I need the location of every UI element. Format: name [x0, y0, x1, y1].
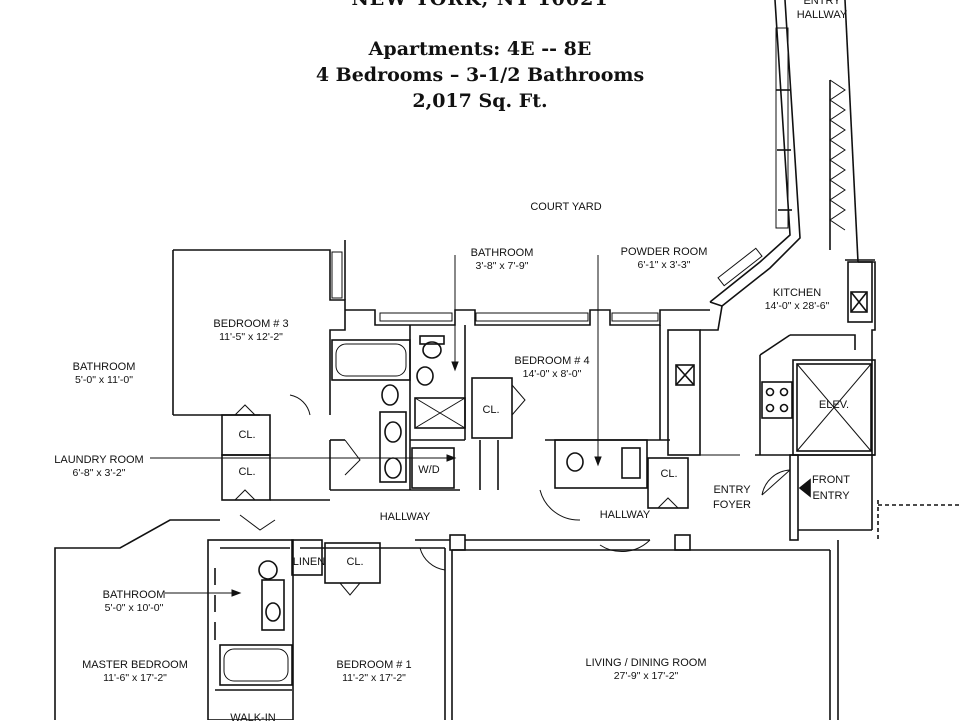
- master-bedroom-dims: 11'-6" x 17'-2": [103, 672, 167, 684]
- entry-hallway-label-line1: ENTRY: [803, 0, 841, 7]
- bathroom-left-name: BATHROOM: [72, 361, 136, 373]
- leader-lines: [150, 255, 602, 597]
- powder-room-name: POWDER ROOM: [620, 246, 708, 258]
- bathroom-master-label: BATHROOM 5'-0" x 10'-0": [103, 589, 166, 615]
- master-suite-walls: [54, 519, 381, 720]
- bedroom-4-name: BEDROOM # 4: [514, 355, 590, 367]
- bedroom-3-label: BEDROOM # 3 11'-5" x 12'-2": [213, 318, 288, 344]
- living-dining-name: LIVING / DINING ROOM: [585, 657, 707, 669]
- bedroom-1-living-walls: [300, 540, 839, 720]
- laundry-room-label: LAUNDRY ROOM 6'-8" x 3'-2": [54, 454, 143, 480]
- building-address-partial: NEW YORK, NY 10021: [0, 0, 960, 10]
- walk-in-label: WALK-IN: [230, 712, 276, 724]
- bedroom-4-dims: 14'-0" x 8'-0": [522, 368, 582, 380]
- bedroom-3-walls: [172, 240, 346, 416]
- bathroom-top-name: BATHROOM: [470, 247, 534, 259]
- bedroom-1-label: BEDROOM # 1 11'-2" x 17'-2": [336, 659, 411, 685]
- master-bedroom-name: MASTER BEDROOM: [82, 659, 188, 671]
- powder-room-dims: 6'-1" x 3'-3": [637, 259, 691, 271]
- laundry-room-dims: 6'-8" x 3'-2": [72, 467, 126, 479]
- bedroom-3-dims: 11'-5" x 12'-2": [219, 331, 283, 343]
- area-summary: 2,017 Sq. Ft.: [412, 90, 548, 112]
- closet-label-3: CL.: [482, 404, 500, 416]
- closet-label-1: CL.: [238, 429, 256, 441]
- powder-room-label: POWDER ROOM 6'-1" x 3'-3": [621, 246, 708, 272]
- kitchen-label: KITCHEN 14'-0" x 28'-6": [765, 287, 830, 313]
- powder-room-walls: [554, 439, 648, 489]
- kitchen-name: KITCHEN: [772, 287, 822, 299]
- bedroom-4-label: BEDROOM # 4 14'-0" x 8'-0": [514, 355, 589, 381]
- bedroom-1-name: BEDROOM # 1: [336, 659, 412, 671]
- hallway-label-left: HALLWAY: [379, 511, 431, 523]
- court-yard-label: COURT YARD: [530, 201, 602, 213]
- living-dining-dims: 27'-9" x 17'-2": [613, 670, 679, 682]
- kitchen-dims: 14'-0" x 28'-6": [764, 300, 830, 312]
- closet-label-4: CL.: [660, 468, 678, 480]
- bathroom-master-dims: 5'-0" x 10'-0": [104, 602, 164, 614]
- apartments-title: Apartments: 4E -- 8E: [368, 38, 592, 60]
- linen-label: LINEN: [292, 556, 326, 568]
- bedroom-1-dims: 11'-2" x 17'-2": [342, 672, 406, 684]
- entry-hallway-label-line2: HALLWAY: [796, 9, 848, 21]
- closet-label-2: CL.: [238, 466, 256, 478]
- bathroom-master-name: BATHROOM: [102, 589, 166, 601]
- elevator-label: ELEV.: [818, 399, 850, 411]
- living-dining-label: LIVING / DINING ROOM 27'-9" x 17'-2": [585, 657, 706, 683]
- entry-foyer-label-line2: FOYER: [713, 499, 751, 511]
- hallway-label-right: HALLWAY: [599, 509, 651, 521]
- bathroom-top-dims: 3'-8" x 7'-9": [475, 260, 529, 272]
- entry-foyer-label-line1: ENTRY: [713, 484, 751, 496]
- courtyard-facade: [345, 247, 763, 331]
- closet-label-5: CL.: [346, 556, 364, 568]
- front-entry-label-line2: ENTRY: [812, 490, 850, 502]
- kitchen-counters: [647, 329, 740, 509]
- closets-left: [221, 404, 271, 501]
- rooms-summary: 4 Bedrooms – 3-1/2 Bathrooms: [315, 64, 645, 86]
- washer-dryer-label: W/D: [418, 464, 440, 476]
- bathroom-top-label: BATHROOM 3'-8" x 7'-9": [471, 247, 534, 273]
- bathroom-center-fixtures: [329, 325, 466, 491]
- master-bedroom-label: MASTER BEDROOM 11'-6" x 17'-2": [82, 659, 188, 685]
- laundry-room-name: LAUNDRY ROOM: [54, 454, 144, 466]
- bathroom-left-label: BATHROOM 5'-0" x 11'-0": [73, 361, 136, 387]
- bathroom-left-dims: 5'-0" x 11'-0": [75, 374, 133, 386]
- kitchen-elevator-walls: [755, 261, 960, 541]
- bedroom-3-name: BEDROOM # 3: [213, 318, 289, 330]
- front-entry-label-line1: FRONT: [812, 474, 850, 486]
- entry-hallway-walls: [709, 0, 875, 307]
